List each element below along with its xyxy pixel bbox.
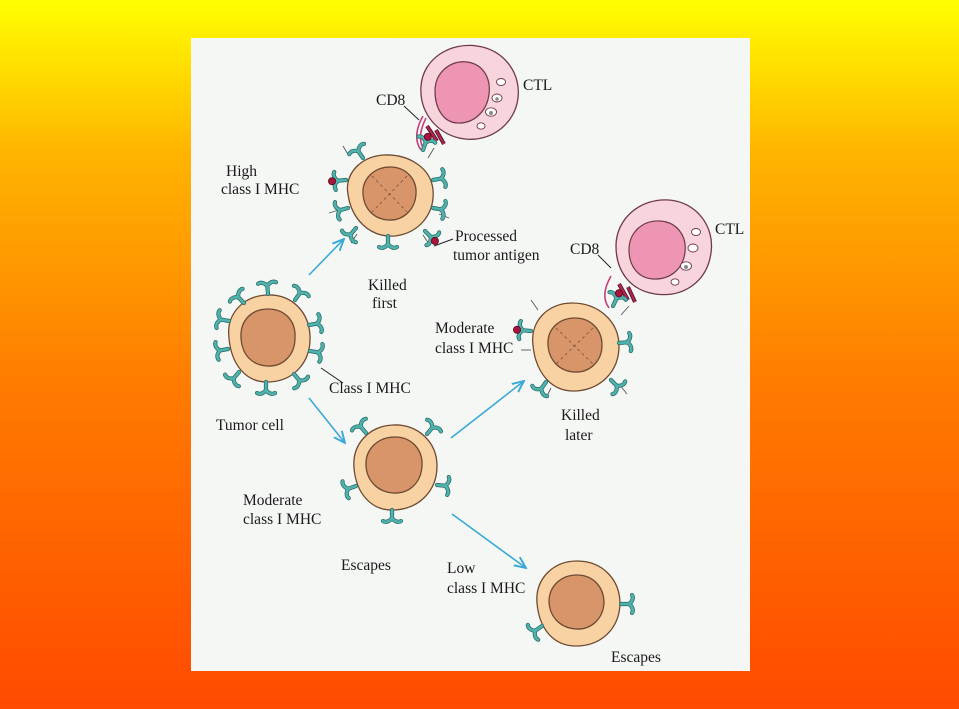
- label-moderate-right-line1: Moderate: [435, 320, 495, 337]
- label-cd8-top: CD8: [376, 92, 406, 109]
- label-killed-first-line1: Killed: [368, 277, 407, 294]
- arrow-to-high-mhc: [308, 239, 344, 276]
- label-killed-later-line1: Killed: [561, 407, 600, 424]
- label-class-mhc: Class I MHC: [329, 380, 411, 397]
- arrow-to-killed-later: [450, 381, 524, 439]
- ctl-right: [615, 199, 713, 296]
- ctl-top: [420, 44, 519, 140]
- tcr-cd8-right: [603, 275, 637, 309]
- label-processed-line1: Processed: [455, 228, 517, 245]
- label-high-line2: class I MHC: [221, 181, 299, 198]
- arrow-to-moderate-mhc: [308, 397, 345, 443]
- label-ctl-top: CTL: [523, 77, 552, 94]
- diagram-panel: CTL CD8 High class I MHC Processed tumor…: [191, 38, 750, 671]
- label-moderate-right-line2: class I MHC: [435, 340, 513, 357]
- tumor-cell-initial: [215, 281, 323, 393]
- tumor-cell-low-mhc: [527, 560, 633, 647]
- label-killed-later-line2: later: [565, 427, 593, 444]
- label-ctl-right: CTL: [715, 221, 744, 238]
- label-processed-line2: tumor antigen: [453, 247, 540, 264]
- mhc-escape-diagram: CTL CD8 High class I MHC Processed tumor…: [191, 44, 744, 666]
- label-moderate-left-line1: Moderate: [243, 492, 303, 509]
- label-escapes-bottom: Escapes: [611, 649, 661, 666]
- label-high-line1: High: [226, 163, 257, 180]
- leader-processed: [433, 238, 454, 247]
- label-escapes-left: Escapes: [341, 557, 391, 574]
- label-moderate-left-line2: class I MHC: [243, 511, 321, 528]
- label-killed-first-line2: first: [372, 295, 398, 312]
- label-low-line2: class I MHC: [447, 580, 525, 597]
- tumor-cell-moderate-escapes: [342, 418, 450, 522]
- tumor-cell-high-mhc: [328, 130, 450, 249]
- label-tumor-cell: Tumor cell: [216, 417, 284, 434]
- tumor-cell-killed-later: [513, 286, 632, 398]
- leader-cd8-right: [597, 254, 612, 269]
- leader-cd8-top: [403, 105, 420, 121]
- leader-class-mhc: [320, 367, 344, 384]
- label-cd8-right: CD8: [570, 241, 600, 258]
- arrow-to-low-mhc: [451, 513, 526, 568]
- label-low-line1: Low: [447, 560, 476, 577]
